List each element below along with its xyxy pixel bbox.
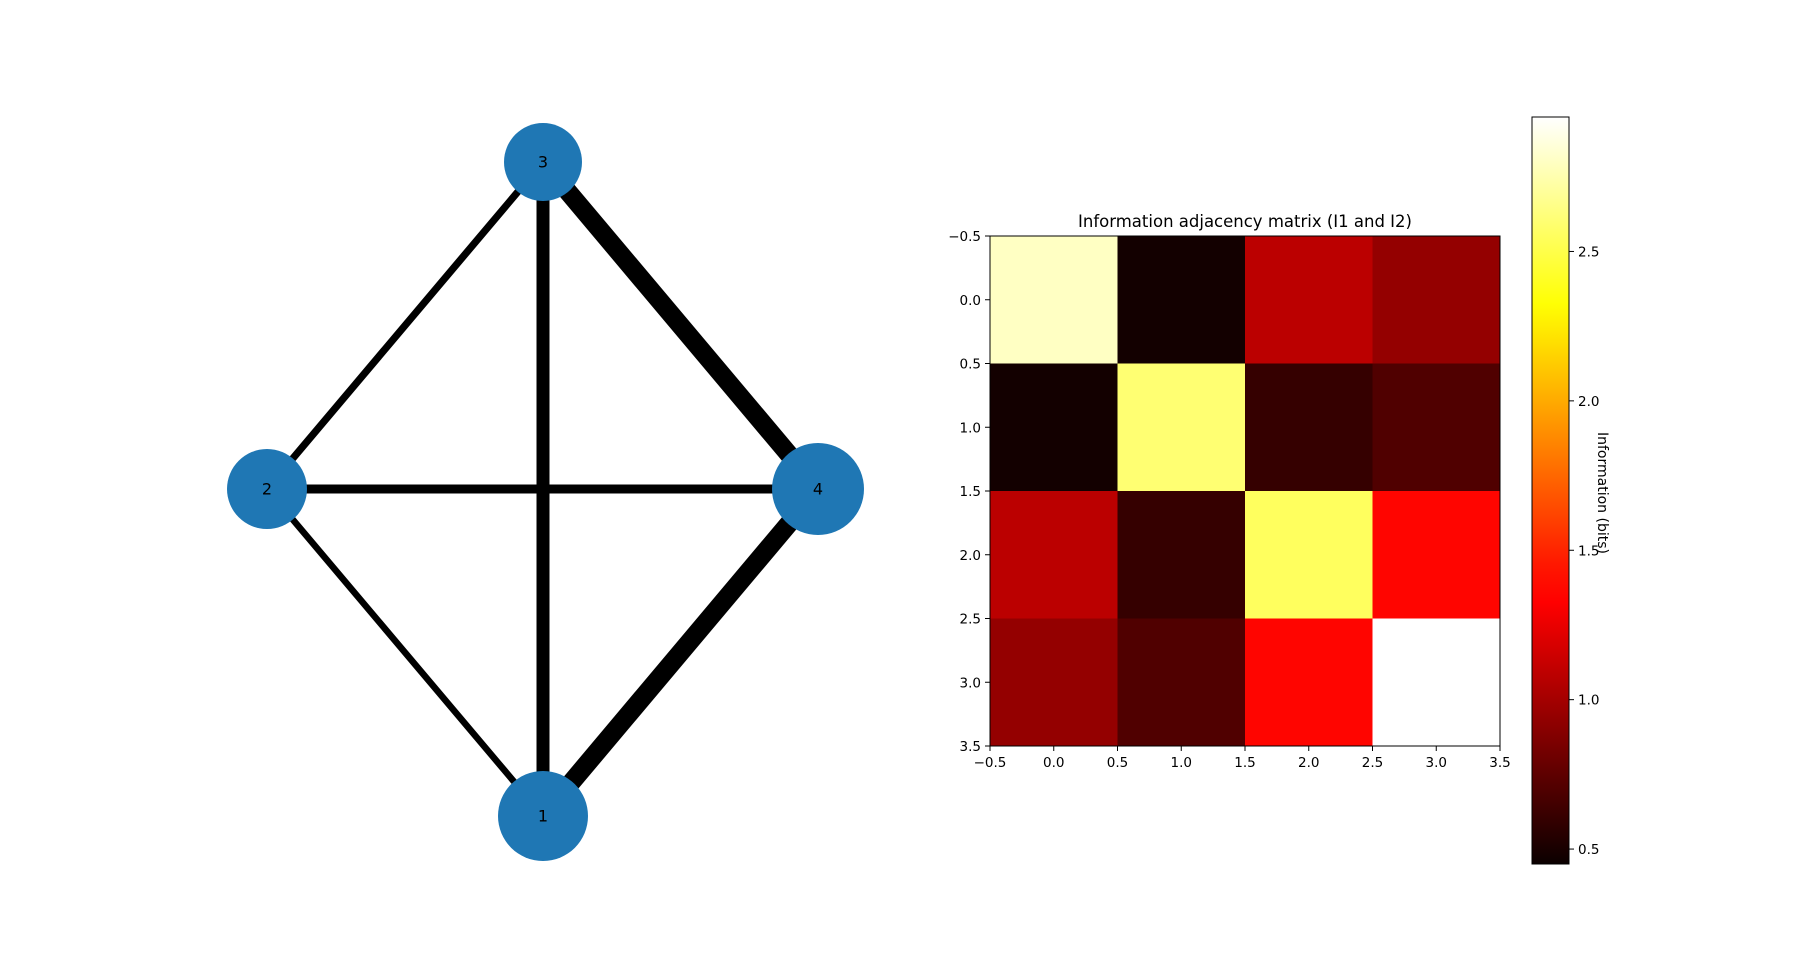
y-tick-label: 3.0 [960, 675, 981, 691]
x-tick-label: 1.5 [1234, 755, 1255, 771]
colorbar-tick-label: 2.0 [1578, 394, 1599, 410]
y-tick-label: 1.0 [960, 420, 981, 436]
heatmap-cell-3-1 [1117, 618, 1246, 747]
heatmap-cells [990, 236, 1501, 747]
heatmap-cell-2-0 [990, 491, 1118, 619]
colorbar-tick-label: 1.0 [1578, 693, 1599, 709]
x-tick-label: 0.5 [1107, 755, 1128, 771]
colorbar-axis: 0.5 1.0 1.5 2.0 2.5 [1569, 244, 1599, 858]
node-label-3: 3 [538, 153, 548, 172]
colorbar-label: Information (bits) [1594, 432, 1610, 554]
heatmap-title: Information adjacency matrix (I1 and I2) [1078, 212, 1412, 231]
heatmap-cell-0-1 [1117, 236, 1246, 364]
node-label-4: 4 [813, 480, 823, 499]
y-tick-label: 2.5 [960, 612, 981, 628]
x-tick-label: −0.5 [974, 755, 1007, 771]
node-label-1: 1 [538, 807, 548, 826]
y-tick-label: 2.0 [960, 548, 981, 564]
colorbar-tick-label: 1.5 [1578, 543, 1599, 559]
heatmap-cell-0-3 [1372, 236, 1501, 364]
node-1 [498, 771, 588, 861]
colorbar [1531, 116, 1570, 865]
y-tick-label: 0.5 [960, 357, 981, 373]
x-tick-label: 2.0 [1298, 755, 1319, 771]
node-4 [772, 443, 864, 535]
y-tick-label: 0.0 [960, 293, 981, 309]
network-nodes: 1 2 3 4 [227, 123, 864, 861]
x-tick-label: 2.5 [1362, 755, 1383, 771]
x-tick-label: 3.5 [1489, 755, 1510, 771]
y-tick-label: 1.5 [960, 484, 981, 500]
network-edges [264, 155, 826, 823]
heatmap-cell-3-3 [1372, 618, 1501, 747]
heatmap-cell-3-2 [1245, 618, 1373, 747]
heatmap-cell-1-1 [1117, 363, 1246, 492]
heatmap-cell-0-0 [990, 236, 1118, 364]
heatmap-x-axis: −0.5 0.0 0.5 1.0 1.5 2.0 2.5 3.0 3.5 [974, 746, 1511, 771]
colorbar-tick-label: 2.5 [1578, 244, 1599, 260]
colorbar-tick-label: 0.5 [1578, 842, 1599, 858]
edge-3-4 [535, 155, 826, 496]
heatmap-cell-0-2 [1245, 236, 1373, 364]
edge-4-1 [535, 482, 826, 823]
y-tick-label: −0.5 [948, 229, 981, 245]
heatmap-cell-2-3 [1372, 491, 1501, 619]
heatmap-cell-2-2 [1245, 491, 1373, 619]
heatmap-cell-1-0 [990, 363, 1118, 492]
node-2 [227, 449, 307, 529]
x-tick-label: 1.0 [1171, 755, 1192, 771]
heatmap-cell-2-1 [1117, 491, 1246, 619]
node-label-2: 2 [262, 480, 272, 499]
edge-2-1 [264, 486, 546, 819]
node-3 [504, 123, 582, 201]
heatmap-y-axis: −0.5 0.0 0.5 1.0 1.5 2.0 2.5 3.0 3.5 [948, 229, 990, 755]
x-tick-label: 0.0 [1043, 755, 1064, 771]
heatmap-cell-3-0 [990, 618, 1118, 747]
heatmap-cell-1-2 [1245, 363, 1373, 492]
edge-3-2 [264, 159, 546, 492]
y-tick-label: 3.5 [960, 739, 981, 755]
heatmap-cell-1-3 [1372, 363, 1501, 492]
x-tick-label: 3.0 [1426, 755, 1447, 771]
